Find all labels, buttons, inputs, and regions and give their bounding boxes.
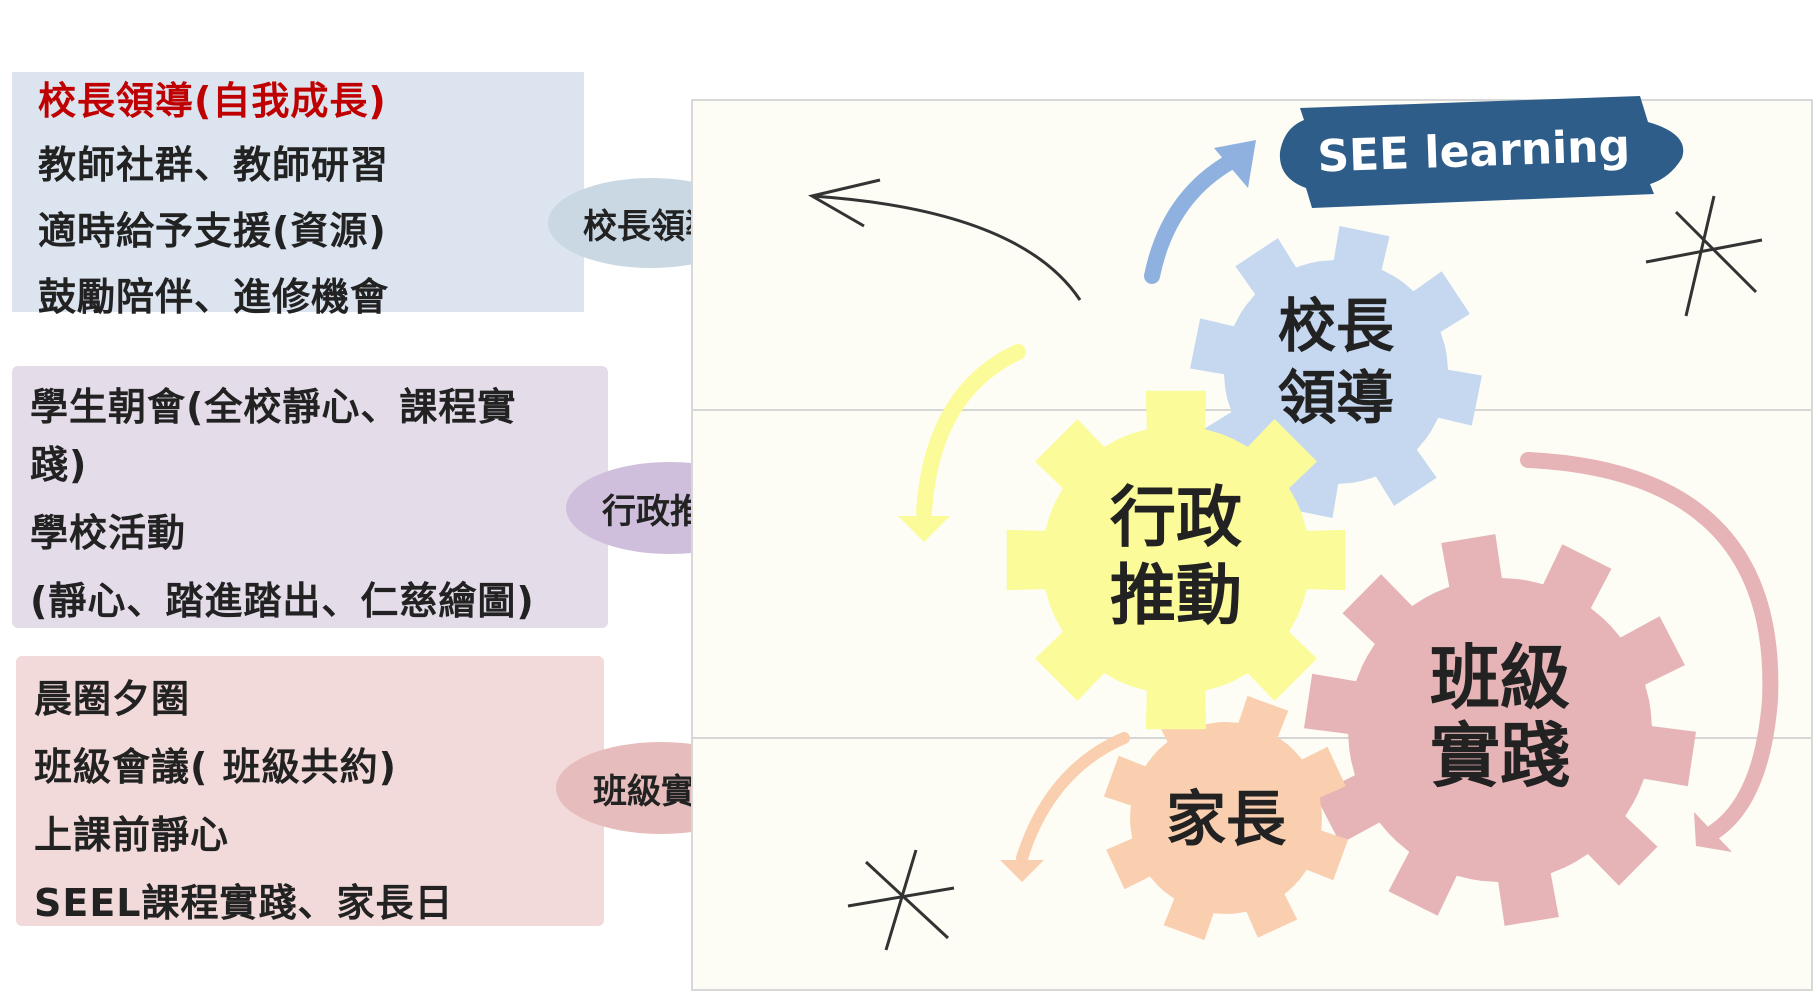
admin-panel-line-1: 學生朝會(全校靜心、課程實	[30, 385, 517, 429]
principal-panel-line-3: 鼓勵陪伴、進修機會	[38, 275, 390, 319]
star-doodle-top	[1645, 195, 1763, 317]
gear-class	[1304, 534, 1696, 926]
gear-class-label-2: 實踐	[1430, 715, 1570, 797]
class-panel: 晨圈夕圈 班級會議( 班級共約) 上課前靜心 SEEL課程實踐、家長日	[16, 656, 604, 926]
principal-panel-heading: 校長領導(自我成長)	[38, 79, 387, 123]
gear-principal-label-1: 校長	[1278, 292, 1395, 360]
curved-arrow-pink	[1520, 452, 1779, 852]
admin-panel-line-4: (靜心、踏進踏出、仁慈繪圖)	[30, 579, 535, 623]
class-panel-line-2: 班級會議( 班級共約)	[34, 745, 397, 789]
curved-arrow-yellow	[898, 344, 1026, 542]
principal-panel-line-1: 教師社群、教師研習	[38, 143, 390, 187]
banner-text: SEE learning	[1317, 121, 1631, 183]
gear-parents-label: 家長	[1166, 785, 1287, 855]
curved-arrow-black	[807, 178, 1082, 301]
gear-admin-label-1: 行政	[1110, 479, 1242, 556]
star-doodle-bottom	[847, 849, 955, 951]
gear-admin	[1006, 390, 1346, 730]
gears-group	[1006, 226, 1696, 941]
curved-arrow-peach	[1000, 732, 1130, 882]
admin-panel-line-3: 學校活動	[30, 511, 187, 555]
class-panel-line-4: SEEL課程實踐、家長日	[34, 881, 454, 925]
gear-class-label-1: 班級	[1430, 637, 1570, 719]
class-panel-line-3: 上課前靜心	[34, 813, 230, 857]
gear-principal-label-2: 領導	[1278, 364, 1394, 432]
gear-parents	[1103, 695, 1349, 941]
see-learning-banner: SEE learning	[1279, 96, 1684, 208]
class-panel-line-1: 晨圈夕圈	[34, 677, 191, 721]
curved-arrow-blue	[1144, 140, 1256, 284]
principal-panel: 校長領導(自我成長) 教師社群、教師研習 適時給予支援(資源) 鼓勵陪伴、進修機…	[12, 72, 584, 319]
gear-admin-label-2: 推動	[1110, 557, 1242, 634]
admin-panel-line-2: 踐)	[30, 443, 88, 487]
admin-panel: 學生朝會(全校靜心、課程實 踐) 學校活動 (靜心、踏進踏出、仁慈繪圖)	[12, 366, 608, 628]
principal-panel-line-2: 適時給予支援(資源)	[38, 209, 387, 253]
